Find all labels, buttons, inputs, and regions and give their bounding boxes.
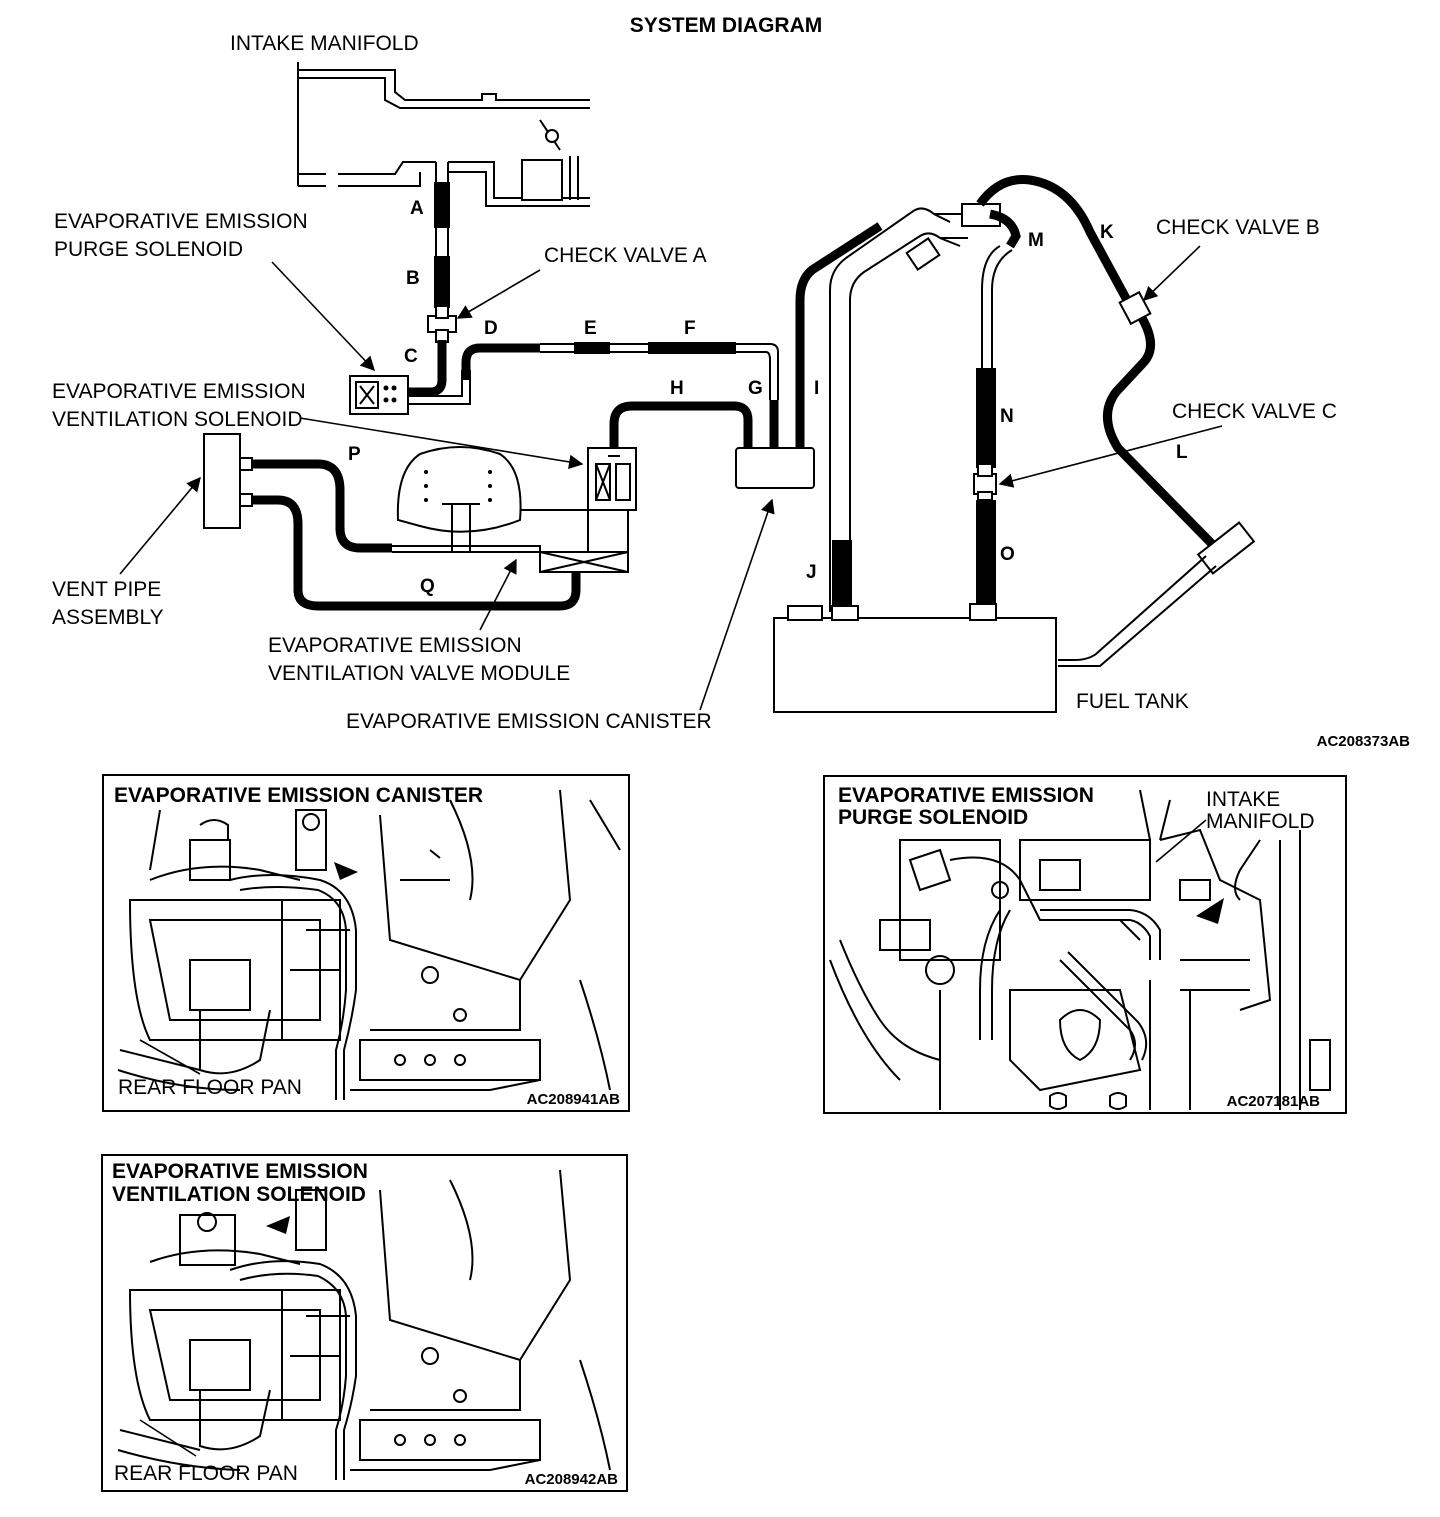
hose-a — [434, 182, 450, 228]
panel-ventilation-solenoid: EVAPORATIVE EMISSION VENTILATION SOLENOI… — [101, 1154, 628, 1492]
hose-def — [461, 342, 779, 400]
panel-purge-solenoid: EVAPORATIVE EMISSION PURGE SOLENOID INTA… — [823, 775, 1347, 1114]
label-check-valve-b: CHECK VALVE B — [1156, 216, 1320, 239]
ventilation-panel-title-1: EVAPORATIVE EMISSION — [112, 1160, 368, 1183]
label-intake-manifold: INTAKE MANIFOLD — [230, 32, 419, 55]
label-ventilation-solenoid-1: EVAPORATIVE EMISSION — [52, 380, 306, 403]
label-check-valve-c: CHECK VALVE C — [1172, 400, 1337, 423]
hose-letters: A B C D E F G H I J K L M N O P Q — [348, 198, 1188, 597]
hose-label-k: K — [1100, 222, 1114, 243]
hose-n — [976, 368, 996, 468]
canister-panel-label: REAR FLOOR PAN — [118, 1076, 302, 1099]
ventilation-illustration — [117, 1169, 611, 1480]
purge-arrow-icon — [1196, 898, 1224, 924]
purge-panel-title-2: PURGE SOLENOID — [838, 806, 1028, 829]
label-valve-module-2: VENTILATION VALVE MODULE — [268, 662, 570, 685]
ventilation-solenoid — [587, 447, 637, 511]
hose-label-b: B — [406, 268, 420, 289]
hose-label-p: P — [348, 444, 361, 465]
label-purge-solenoid-2: PURGE SOLENOID — [54, 238, 243, 261]
ventilation-panel-label: REAR FLOOR PAN — [114, 1462, 298, 1485]
component-labels: EVAPORATIVE EMISSION PURGE SOLENOID CHEC… — [52, 210, 1337, 733]
purge-illustration — [829, 789, 1331, 1110]
hose-ij — [829, 207, 968, 612]
hose-label-l: L — [1176, 442, 1188, 463]
ventilation-panel-code: AC208942AB — [525, 1471, 619, 1488]
diagram-title: SYSTEM DIAGRAM — [630, 14, 823, 37]
vent-pipe-assembly — [203, 433, 581, 611]
panel-canister: EVAPORATIVE EMISSION CANISTER REAR FLOOR… — [102, 774, 630, 1112]
purge-panel-label-2: MANIFOLD — [1206, 810, 1315, 833]
label-valve-module-1: EVAPORATIVE EMISSION — [268, 634, 522, 657]
intake-manifold: INTAKE MANIFOLD — [230, 32, 590, 207]
purge-panel-title-1: EVAPORATIVE EMISSION — [838, 784, 1094, 807]
hose-label-g: G — [748, 378, 763, 399]
ventilation-panel-title-2: VENTILATION SOLENOID — [112, 1183, 366, 1206]
hose-no — [973, 368, 997, 604]
fuel-tank: FUEL TANK — [773, 603, 1189, 713]
label-purge-solenoid-1: EVAPORATIVE EMISSION — [54, 210, 308, 233]
canister-panel-title: EVAPORATIVE EMISSION CANISTER — [114, 784, 483, 807]
hose-f — [648, 342, 736, 354]
hose-e — [574, 342, 610, 354]
purge-panel-code: AC207181AB — [1227, 1093, 1321, 1110]
hose-label-o: O — [1000, 544, 1015, 565]
hose-abc — [404, 162, 457, 397]
canister-arrow-icon — [334, 862, 358, 880]
ventilation-valve-module — [392, 446, 629, 573]
hose-label-n: N — [1000, 406, 1014, 427]
purge-solenoid — [349, 370, 471, 415]
hose-j — [832, 540, 852, 608]
label-canister: EVAPORATIVE EMISSION CANISTER — [346, 710, 712, 733]
ventilation-arrow-icon — [266, 1216, 290, 1234]
figure-code-system: AC208373AB — [1317, 733, 1411, 750]
check-valve-b — [1118, 290, 1152, 326]
hose-label-e: E — [584, 318, 597, 339]
hose-label-c: C — [404, 346, 418, 367]
label-vent-pipe-1: VENT PIPE — [52, 578, 161, 601]
hose-b — [434, 256, 450, 308]
label-check-valve-a: CHECK VALVE A — [544, 244, 707, 267]
label-vent-pipe-2: ASSEMBLY — [52, 606, 164, 629]
canister — [609, 222, 883, 489]
hose-label-a: A — [410, 198, 424, 219]
hose-label-j: J — [806, 562, 817, 583]
system-diagram: SYSTEM DIAGRAM INTAKE MANIFOLD — [52, 14, 1410, 750]
hose-o — [976, 500, 996, 604]
top-connector — [961, 175, 1256, 667]
label-ventilation-solenoid-2: VENTILATION SOLENOID — [52, 408, 303, 431]
hose-label-h: H — [670, 378, 684, 399]
hose-label-d: D — [484, 318, 498, 339]
purge-panel-label-1: INTAKE — [1206, 788, 1280, 811]
canister-panel-code: AC208941AB — [527, 1091, 621, 1108]
hose-label-i: I — [814, 378, 819, 399]
hose-label-m: M — [1028, 230, 1044, 251]
hose-label-f: F — [684, 318, 696, 339]
hose-label-q: Q — [420, 576, 435, 597]
canister-illustration — [117, 789, 621, 1100]
label-fuel-tank: FUEL TANK — [1076, 690, 1189, 713]
